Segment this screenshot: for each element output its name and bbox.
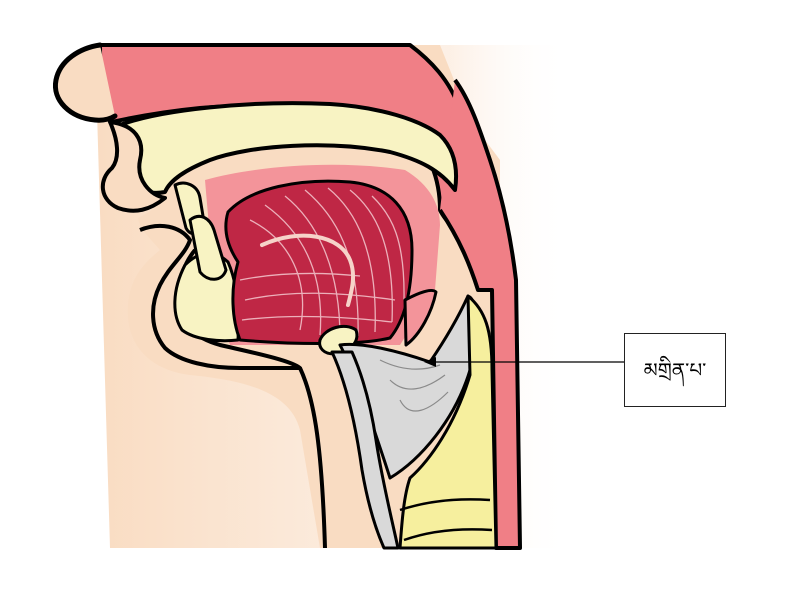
- uvula: [403, 288, 438, 347]
- nose: [52, 42, 118, 123]
- pharynx-wall: [438, 78, 522, 550]
- upper-lip: [101, 120, 167, 213]
- neck-outline: [298, 367, 327, 549]
- label-box: མགྲིན་པ་: [624, 333, 726, 407]
- tongue-midline: [260, 233, 356, 307]
- trachea: [398, 294, 498, 550]
- tongue: [224, 179, 414, 346]
- lower-tooth: [188, 214, 228, 281]
- larynx-column: [330, 350, 400, 550]
- label-leader-arrow: [424, 357, 436, 367]
- trachea-rings: [399, 498, 493, 542]
- tongue-fibres: [239, 187, 405, 339]
- label-text: མགྲིན་པ་: [643, 358, 707, 382]
